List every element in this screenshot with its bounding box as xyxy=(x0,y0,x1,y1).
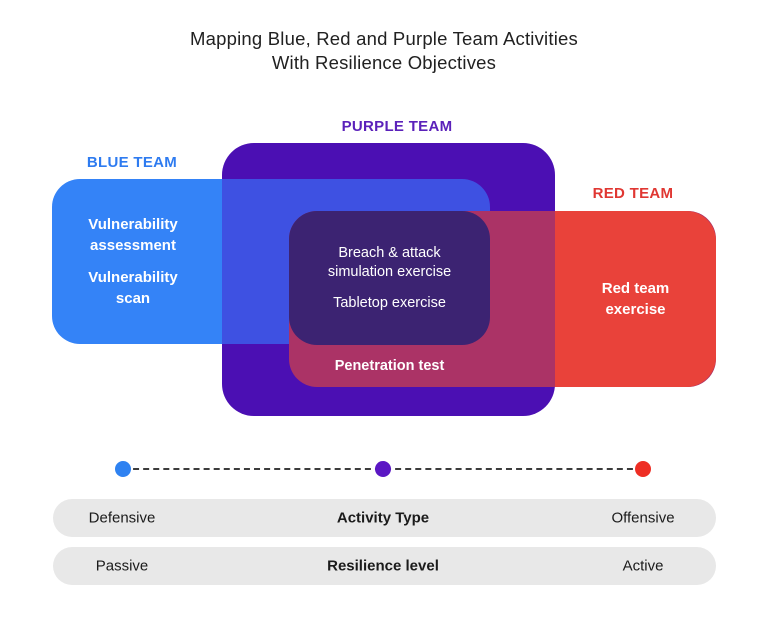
purple-team-activities: Breach & attack simulation exercise Tabl… xyxy=(289,211,490,345)
blue-team-label: BLUE TEAM xyxy=(86,154,178,171)
blue-activity-vulnerability-scan: Vulnerability scan xyxy=(88,269,178,307)
title-line-2: With Resilience Objectives xyxy=(271,52,497,73)
blue-dot-icon xyxy=(115,461,131,477)
red-activity-red-team-exercise: Red team exercise xyxy=(601,280,670,318)
purple-activity-breach-attack-simulation: Breach & attack simulation exercise xyxy=(327,244,452,280)
activity-type-row: Defensive Activity Type Offensive xyxy=(53,499,716,537)
blue-activity-vulnerability-assessment: Vulnerability assessment xyxy=(88,216,178,254)
activity-offensive-label: Offensive xyxy=(611,509,675,527)
blue-team-activities: Vulnerability assessment Vulnerability s… xyxy=(52,179,214,344)
page-title: Mapping Blue, Red and Purple Team Activi… xyxy=(0,27,768,75)
resilience-passive-label: Passive xyxy=(95,557,149,575)
resilience-level-label: Resilience level xyxy=(327,557,439,575)
red-team-activities: Red team exercise xyxy=(555,211,716,387)
purple-dot-icon xyxy=(375,461,391,477)
activity-type-label: Activity Type xyxy=(336,509,430,527)
resilience-active-label: Active xyxy=(622,557,664,575)
red-team-label: RED TEAM xyxy=(592,185,674,202)
purple-team-label: PURPLE TEAM xyxy=(341,118,453,135)
purple-activity-tabletop-exercise: Tabletop exercise xyxy=(333,294,446,311)
red-dot-icon xyxy=(635,461,651,477)
blue-red-purple-overlap-region xyxy=(289,211,490,345)
red-team-region xyxy=(555,211,716,387)
penetration-test-label: Penetration test xyxy=(334,358,445,374)
resilience-level-row: Passive Resilience level Active xyxy=(53,547,716,585)
activity-defensive-label: Defensive xyxy=(88,509,156,527)
title-line-1: Mapping Blue, Red and Purple Team Activi… xyxy=(190,28,578,49)
